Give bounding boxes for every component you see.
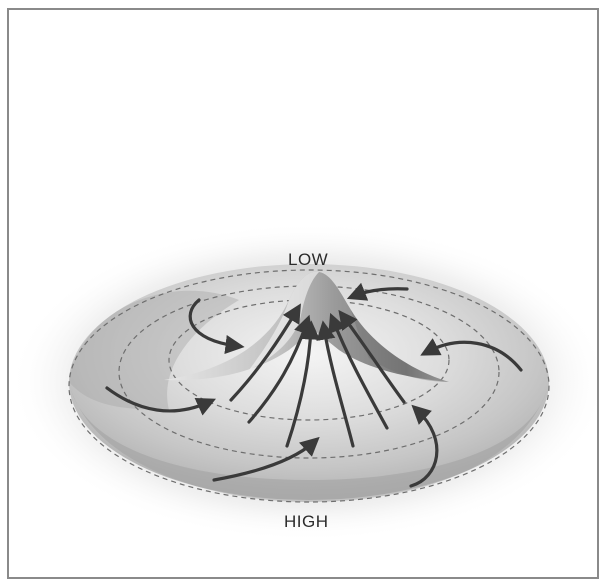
peak-right-shade <box>351 310 449 382</box>
low-pressure-diagram <box>9 222 597 542</box>
pressure-surface <box>69 264 549 500</box>
diagram-frame: LOW HIGH <box>7 8 599 579</box>
arrow-left <box>105 386 216 416</box>
arrow-bottom-left <box>212 436 320 482</box>
arrow-top-right <box>346 282 409 301</box>
arrow-center-5 <box>328 312 389 430</box>
arrow-center-1 <box>229 303 301 402</box>
isobar-outer <box>68 269 550 503</box>
low-label: LOW <box>288 250 329 269</box>
arrow-center-6 <box>338 309 406 404</box>
arrow-center-4 <box>316 320 355 448</box>
arrow-center-3 <box>285 320 321 448</box>
arrow-bottom-right <box>409 404 439 488</box>
inflow-arrows <box>105 282 523 488</box>
arrow-top-left <box>188 298 245 355</box>
isobar-middle <box>118 285 500 459</box>
arrow-right <box>420 338 523 372</box>
high-label: HIGH <box>284 512 329 531</box>
